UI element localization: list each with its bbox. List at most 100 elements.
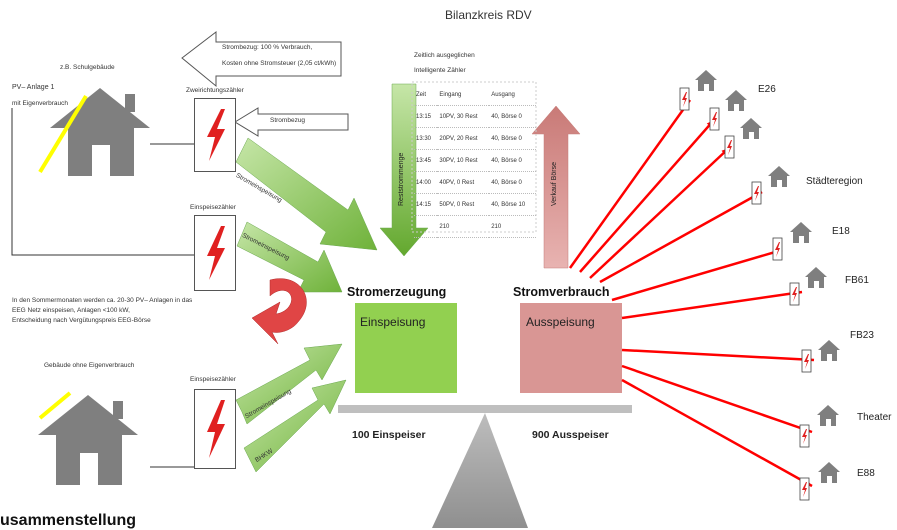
consumer-meter xyxy=(724,135,735,159)
bottom-heading: usammenstellung xyxy=(0,512,137,529)
feed-meter-2 xyxy=(194,389,236,469)
summer-curve-arrow xyxy=(251,278,307,345)
table-cell: 40, Börse 0 xyxy=(489,127,536,150)
table-cell: 40, Börse 0 xyxy=(489,105,536,128)
consumer-arrow xyxy=(621,378,813,488)
table-cell: 10PV, 30 Rest xyxy=(437,105,490,128)
table-cell: 13:45 xyxy=(414,149,438,172)
consumer-arrow xyxy=(579,119,715,273)
einspeisung-box xyxy=(355,303,457,393)
consumer-label: E26 xyxy=(758,84,776,95)
feed-meter-1-label: Einspeisezähler xyxy=(190,204,236,211)
consumer-arrow xyxy=(621,364,813,434)
consumer-arrow xyxy=(589,147,730,279)
consumer-meter xyxy=(799,477,810,501)
house-icon xyxy=(818,340,840,361)
strombezug-note-line2: Kosten ohne Stromsteuer (2,05 ct/kWh) xyxy=(222,60,337,67)
consumer-label: Theater xyxy=(857,412,892,423)
table-cell: 40PV, 0 Rest xyxy=(437,171,490,194)
feed-arrow-3 xyxy=(235,343,343,425)
feeders-count: 100 Einspeiser xyxy=(352,429,426,441)
building2-label: Gebäude ohne Eigenverbrauch xyxy=(44,362,135,369)
ausspeisung-box xyxy=(520,303,622,393)
einspeisung-label: Einspeisung xyxy=(360,315,426,329)
pv-panel-1 xyxy=(38,94,88,174)
table-cell: 14:15 xyxy=(414,193,438,216)
house-icon xyxy=(768,166,790,187)
table-header-cell: Zeit xyxy=(414,84,438,106)
house-icon xyxy=(725,90,747,111)
pv2-label: mit Eigenverbrauch xyxy=(12,100,68,107)
strombezug-note-line1: Strombezug: 100 % Verbrauch, xyxy=(222,44,313,51)
table-header-cell: Ausgang xyxy=(489,84,536,106)
table-cell: 14:00 xyxy=(414,171,438,194)
consumer-label: FB61 xyxy=(845,275,869,286)
strombezug-label: Strombezug xyxy=(270,117,306,124)
lightning-icon xyxy=(207,109,225,161)
reststrom-label: Reststrommenge xyxy=(398,152,405,206)
house-icon xyxy=(790,222,812,243)
table-cell: 13:15 xyxy=(414,105,438,128)
consumers-count: 900 Ausspeiser xyxy=(532,429,609,441)
table-heading-2: Intelligente Zähler xyxy=(414,67,466,74)
consumer-meter xyxy=(789,282,800,306)
lightning-icon xyxy=(207,226,225,280)
summer-note-line1: In den Sommermonaten werden ca. 20-30 PV… xyxy=(12,297,193,304)
bidirectional-meter xyxy=(194,98,236,172)
consumer-lines xyxy=(568,70,840,501)
table-cell: 20PV, 20 Rest xyxy=(437,127,490,150)
table-cell: 210 xyxy=(437,215,490,238)
consumer-label: E88 xyxy=(857,468,875,479)
house-icon xyxy=(740,118,762,139)
consumption-heading: Stromverbrauch xyxy=(513,285,610,299)
bidirectional-meter-label: Zweirichtungszähler xyxy=(186,87,244,94)
table-heading-1: Zeitlich ausgeglichen xyxy=(414,52,475,59)
strombezug-arrow xyxy=(234,107,349,137)
consumer-label: Städteregion xyxy=(806,176,863,187)
consumer-meter xyxy=(709,107,720,131)
table-cell: 40, Börse 10 xyxy=(489,193,536,216)
consumer-arrow xyxy=(599,190,763,284)
house-icon xyxy=(818,462,840,483)
feed-arrow-1 xyxy=(235,137,378,251)
consumer-arrow xyxy=(621,348,815,363)
consumer-label: FB23 xyxy=(850,330,874,341)
pv1-label: PV– Anlage 1 xyxy=(12,84,55,91)
consumer-meter xyxy=(801,349,812,373)
consumer-label: E18 xyxy=(832,226,850,237)
house-icon xyxy=(805,267,827,288)
seesaw-beam xyxy=(338,405,632,413)
table-cell: 40, Börse 0 xyxy=(489,149,536,172)
table-cell: 13:30 xyxy=(414,127,438,150)
consumer-meter xyxy=(772,237,783,261)
pv-panel-2 xyxy=(38,391,72,420)
summer-note-line2: EEG Netz einspeisen, Anlagen <100 kW, xyxy=(12,307,130,314)
consumer-arrow xyxy=(611,248,783,302)
verkauf-label: Verkauf Börse xyxy=(551,162,558,206)
consumer-arrow xyxy=(621,289,803,320)
table-cell: 50PV, 0 Rest xyxy=(437,193,490,216)
feed-meter-2-label: Einspeisezähler xyxy=(190,376,236,383)
consumer-meter xyxy=(799,424,810,448)
table-cell: 40, Börse 0 xyxy=(489,171,536,194)
consumer-meter xyxy=(679,87,690,111)
table-cell: 30PV, 10 Rest xyxy=(437,149,490,172)
feed-meter-1 xyxy=(194,215,236,291)
ausspeisung-label: Ausspeisung xyxy=(526,315,595,329)
consumer-meter xyxy=(751,181,762,205)
diagram-title: Bilanzkreis RDV xyxy=(445,8,532,22)
house-icon xyxy=(817,405,839,426)
strombezug-note-arrow xyxy=(181,30,342,88)
table-cell: 210 xyxy=(489,215,536,238)
summer-note-line3: Entscheidung nach Vergütungspreis EEG-Bö… xyxy=(12,317,151,324)
table-cell xyxy=(414,215,438,238)
lightning-icon xyxy=(207,400,225,458)
table-header-row: Zeit Eingang Ausgang xyxy=(414,84,536,106)
